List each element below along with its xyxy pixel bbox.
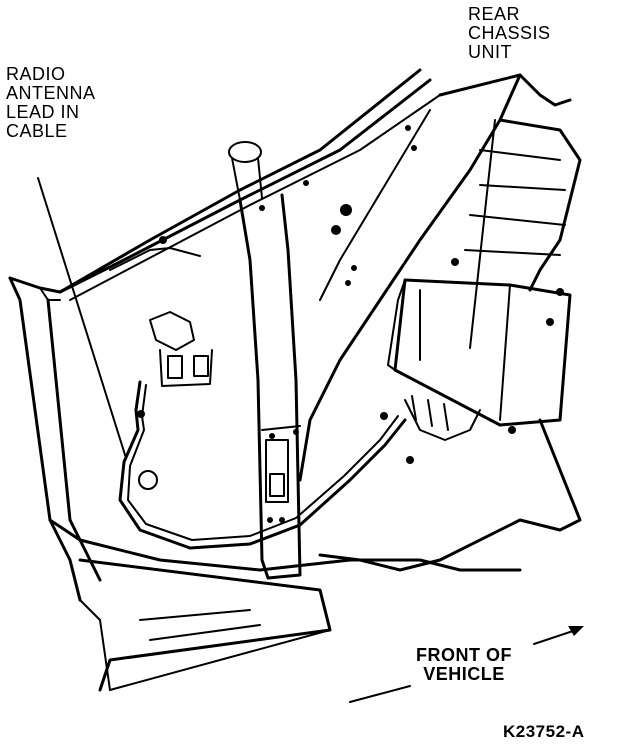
rear-chassis-unit — [387, 258, 572, 464]
c-pillar-panel — [259, 73, 582, 572]
quarter-panel-trim — [238, 193, 302, 580]
arrow-tail — [349, 685, 411, 703]
figure-id-label: K23752-A — [503, 722, 585, 741]
front-of-vehicle-arrow — [349, 626, 584, 703]
trunk-floor — [48, 518, 522, 692]
rear-chassis-unit-label: REAR CHASSIS UNIT — [468, 4, 551, 62]
window-frame — [8, 68, 441, 602]
front-of-vehicle-label: FRONT OF VEHICLE — [416, 645, 512, 684]
radio-antenna-leader — [37, 177, 127, 459]
antenna-cable — [118, 380, 407, 550]
radio-antenna-lead-in-cable-label: RADIO ANTENNA LEAD IN CABLE — [6, 64, 96, 141]
rear-chassis-leader — [469, 119, 496, 349]
antenna-mount — [228, 141, 263, 201]
arrow-head-shaft — [533, 629, 577, 645]
antenna-connector — [109, 236, 213, 387]
leader-lines — [37, 119, 496, 459]
arrow-head-icon — [568, 626, 584, 636]
